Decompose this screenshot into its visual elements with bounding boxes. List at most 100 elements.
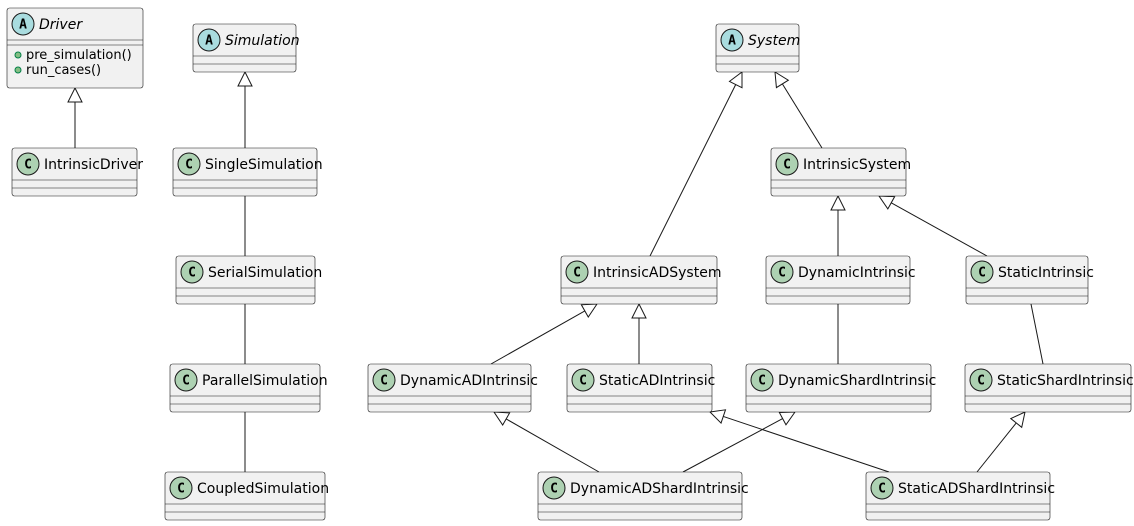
class-name: System <box>748 33 800 49</box>
inheritance-arrowhead <box>774 71 790 89</box>
edge-line <box>781 83 823 149</box>
class-box <box>770 147 907 197</box>
class-name: IntrinsicSystem <box>803 157 911 173</box>
edge-line <box>723 415 890 473</box>
edge-line <box>682 418 783 473</box>
inheritance-arrowhead <box>728 70 743 89</box>
inheritance-edge-intrinsic-driver-to-driver <box>67 86 83 148</box>
class-badge-icon <box>571 368 595 392</box>
edge-line <box>890 202 988 257</box>
class-name: CoupledSimulation <box>197 481 329 497</box>
class-box <box>11 147 138 197</box>
abstract-class-badge-icon <box>11 12 35 36</box>
badge-letter: C <box>783 158 791 173</box>
inheritance-edge-dynamic-ad-shard-intrinsic-to-dynamic-ad-intrinsic <box>493 411 600 473</box>
class-box <box>367 363 532 413</box>
class-badge-icon <box>169 476 193 500</box>
badge-letter: C <box>177 482 185 497</box>
class-name: StaticADShardIntrinsic <box>898 481 1055 497</box>
class-system[interactable]: A System <box>715 23 800 73</box>
class-name: IntrinsicDriver <box>44 157 143 173</box>
class-badge-icon <box>775 152 799 176</box>
badge-letter: A <box>728 34 736 49</box>
abstract-class-badge-icon <box>720 28 744 52</box>
badge-letter: A <box>205 34 213 49</box>
class-badge-icon <box>174 368 198 392</box>
badge-letter: C <box>579 374 587 389</box>
class-box <box>865 471 1051 521</box>
class-badge-icon <box>750 368 774 392</box>
badge-letter: C <box>573 266 581 281</box>
class-badge-icon <box>970 260 994 284</box>
edge-line <box>649 84 737 257</box>
class-static-intrinsic[interactable]: C StaticIntrinsic <box>965 255 1094 305</box>
inheritance-edge-static-intrinsic-to-intrinsic-system <box>878 195 988 257</box>
class-name: Simulation <box>225 33 300 49</box>
inheritance-arrowhead <box>708 409 727 425</box>
badge-letter: A <box>19 18 27 33</box>
class-intrinsic-system[interactable]: C IntrinsicSystem <box>770 147 911 197</box>
badge-letter: C <box>182 374 190 389</box>
class-badge-icon <box>969 368 993 392</box>
inheritance-edge-static-ad-shard-intrinsic-to-static-shard-intrinsic <box>976 411 1026 473</box>
class-badge-icon <box>177 152 201 176</box>
class-box <box>765 255 911 305</box>
class-box <box>6 7 144 89</box>
inheritance-edge-intrinsic-system-to-system <box>774 71 823 149</box>
badge-letter: C <box>24 158 32 173</box>
public-method-icon <box>14 51 22 59</box>
class-box <box>172 147 318 197</box>
class-name: ParallelSimulation <box>202 373 328 389</box>
class-box <box>964 363 1132 413</box>
inheritance-arrowhead <box>830 194 846 211</box>
inheritance-arrowhead <box>631 302 647 319</box>
class-badge-icon <box>770 260 794 284</box>
class-simulation[interactable]: A Simulation <box>192 23 300 73</box>
class-badge-icon <box>372 368 396 392</box>
class-badge-icon <box>180 260 204 284</box>
inheritance-arrowhead <box>493 411 511 426</box>
edge-line <box>1030 303 1044 365</box>
edge-line <box>976 422 1017 473</box>
inheritance-edge-dynamic-ad-intrinsic-to-intrinsic-ad-system <box>490 303 598 365</box>
class-badge-icon <box>16 152 40 176</box>
class-box <box>560 255 718 305</box>
class-box <box>175 255 316 305</box>
class-name: DynamicIntrinsic <box>798 265 916 281</box>
class-box <box>566 363 713 413</box>
class-box <box>965 255 1089 305</box>
inheritance-edge-dynamic-ad-shard-intrinsic-to-dynamic-shard-intrinsic <box>682 411 796 473</box>
class-badge-icon <box>565 260 589 284</box>
inheritance-edge-intrinsic-ad-system-to-system <box>649 70 743 257</box>
class-name: DynamicADIntrinsic <box>400 373 538 389</box>
method-label: pre_simulation() <box>26 48 132 63</box>
class-intrinsic-driver[interactable]: C IntrinsicDriver <box>11 147 143 197</box>
badge-letter: C <box>878 482 886 497</box>
badge-letter: C <box>977 374 985 389</box>
class-parallel-simulation[interactable]: C ParallelSimulation <box>169 363 328 413</box>
abstract-class-badge-icon <box>197 28 221 52</box>
public-method-icon <box>14 66 22 74</box>
class-static-ad-shard-intrinsic[interactable]: C StaticADShardIntrinsic <box>865 471 1055 521</box>
class-badge-icon <box>542 476 566 500</box>
class-static-ad-intrinsic[interactable]: C StaticADIntrinsic <box>566 363 715 413</box>
class-name: StaticIntrinsic <box>998 265 1094 281</box>
class-name: SingleSimulation <box>205 157 323 173</box>
edge-line <box>490 310 586 365</box>
class-badge-icon <box>870 476 894 500</box>
class-coupled-simulation[interactable]: C CoupledSimulation <box>164 471 329 521</box>
inheritance-edge-single-simulation-to-simulation <box>237 70 253 148</box>
badge-letter: C <box>978 266 986 281</box>
inheritance-edge-dynamic-intrinsic-to-intrinsic-system <box>830 194 846 256</box>
class-name: StaticADIntrinsic <box>599 373 715 389</box>
